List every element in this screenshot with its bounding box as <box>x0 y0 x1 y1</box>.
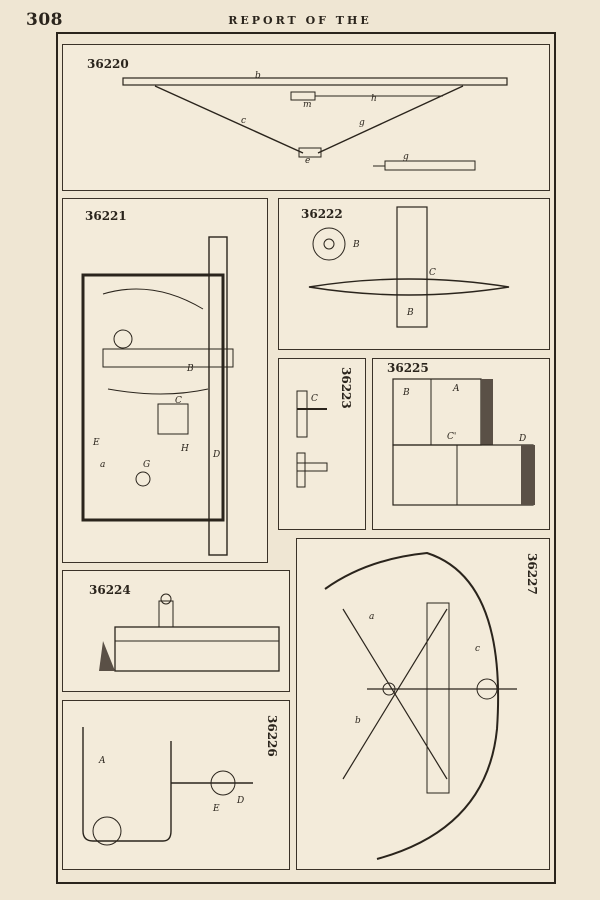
figure-36222-panel: 36222 B C B <box>278 198 550 350</box>
label-A: A <box>452 384 460 394</box>
figure-36221-panel: 36221 B C E a G H D <box>62 198 268 563</box>
figure-36224-number: 36224 <box>89 583 131 597</box>
figure-36222-number: 36222 <box>301 207 343 221</box>
figure-36226-panel: 36226 A D E <box>62 700 290 870</box>
label-e: e <box>305 156 310 166</box>
label-E: E <box>92 438 100 448</box>
figure-36227-number: 36227 <box>525 553 539 595</box>
label-E: E <box>212 804 220 814</box>
label-B-bottom: B <box>406 308 414 318</box>
plate-frame <box>56 32 556 884</box>
figure-36223-drawing: C <box>296 390 328 488</box>
label-A: A <box>98 756 106 766</box>
label-C: C <box>429 268 436 278</box>
running-head: REPORT OF THE <box>228 14 372 27</box>
figure-36224-panel: 36224 <box>62 570 290 692</box>
figure-36227-drawing: a b c <box>324 551 517 860</box>
label-H: H <box>180 444 189 454</box>
figure-36221-number: 36221 <box>85 209 127 223</box>
label-g2: g <box>403 152 409 162</box>
label-a: a <box>100 460 105 470</box>
label-B: B <box>402 388 410 398</box>
label-c: c <box>475 644 480 654</box>
label-D: D <box>236 796 244 806</box>
label-C: C <box>175 396 182 406</box>
figure-36220-drawing: b m h c g e g <box>122 71 508 171</box>
label-c: c <box>241 116 246 126</box>
figure-36226-number: 36226 <box>265 715 279 757</box>
label-B-top: B <box>352 240 360 250</box>
page-number: 308 <box>26 10 63 30</box>
figure-36220-panel: 36220 b m h c g e g <box>62 44 550 191</box>
label-a: a <box>369 612 374 622</box>
label-B: B <box>186 364 194 374</box>
figure-36223-panel: 36223 C <box>278 358 366 530</box>
label-b: b <box>255 71 261 81</box>
figure-36224-drawing <box>99 593 280 672</box>
figure-36222-drawing: B C B <box>308 206 510 328</box>
label-C: C <box>311 394 318 404</box>
figure-36225-number: 36225 <box>387 361 429 375</box>
figure-36225-panel: 36225 B A C' D <box>372 358 550 530</box>
figure-36227-panel: 36227 a b c <box>296 538 550 870</box>
label-C-prime: C' <box>447 432 456 442</box>
figure-36225-drawing: B A C' D <box>392 378 535 506</box>
label-D: D <box>518 434 526 444</box>
figure-36221-drawing: B C E a G H D <box>81 236 234 556</box>
label-b: b <box>355 716 361 726</box>
label-G: G <box>143 460 150 470</box>
label-h: h <box>371 94 377 104</box>
figure-36226-drawing: A D E <box>82 727 253 846</box>
figure-36220-number: 36220 <box>87 57 129 71</box>
label-D: D <box>212 450 220 460</box>
label-m: m <box>303 100 312 110</box>
figure-36223-number: 36223 <box>339 367 353 409</box>
label-g: g <box>359 118 365 128</box>
